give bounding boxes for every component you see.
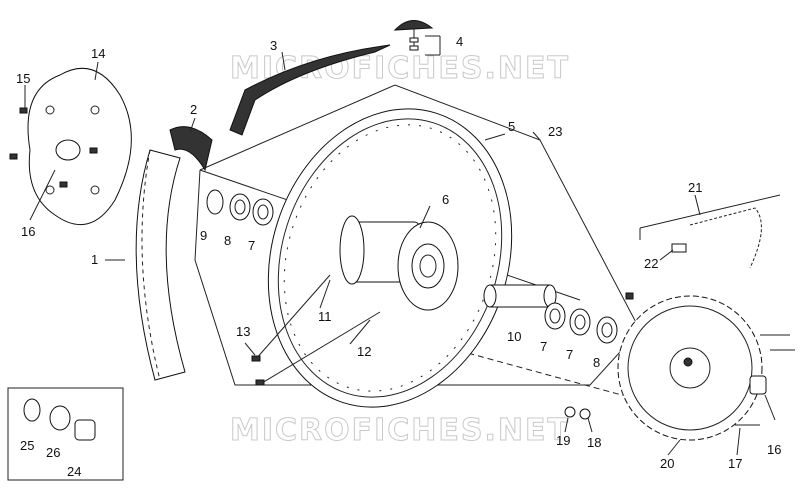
- spoke-nipple-13: [251, 355, 261, 362]
- tyre: [135, 149, 186, 381]
- chain-link-22: [671, 243, 687, 253]
- disc-bolt: [59, 181, 68, 188]
- callout-6: 6: [442, 192, 449, 207]
- brake-disc: [27, 67, 132, 225]
- callout-24: 24: [67, 464, 81, 479]
- callout-14: 14: [91, 46, 105, 61]
- callout-2: 2: [190, 102, 197, 117]
- bearing-seal-set-right: [544, 302, 618, 344]
- sprocket: [617, 295, 763, 441]
- callout-labels: 1 2 3 4 5 6 7 7 7 8 8 9 10 11 12 13 14 1…: [16, 34, 781, 479]
- bearing-seal-set-left: [206, 189, 274, 226]
- callout-20: 20: [660, 456, 674, 471]
- callout-7-right-b: 7: [566, 347, 573, 362]
- callout-10: 10: [507, 329, 521, 344]
- sprocket-spacer-16: [749, 375, 767, 395]
- spacer-tube: [483, 284, 557, 308]
- callout-5: 5: [508, 119, 515, 134]
- callout-19: 19: [556, 433, 570, 448]
- callout-8-left: 8: [224, 233, 231, 248]
- spoke-11: [254, 274, 331, 361]
- callout-1: 1: [91, 252, 98, 267]
- callout-16-sprocket: 16: [767, 442, 781, 457]
- sprocket-nut: [625, 292, 634, 300]
- callout-8-right: 8: [593, 355, 600, 370]
- callout-17: 17: [728, 456, 742, 471]
- callout-26: 26: [46, 445, 60, 460]
- inset-seal-25: [23, 398, 41, 422]
- callout-22: 22: [644, 256, 658, 271]
- callout-3: 3: [270, 38, 277, 53]
- spoke-nipple-13b: [255, 379, 265, 386]
- chain-guide-dashed: [419, 339, 641, 401]
- inset-bearing-26: [49, 405, 71, 431]
- callout-18: 18: [587, 435, 601, 450]
- inset-spacer-24: [74, 419, 96, 441]
- rim-band: [229, 44, 391, 136]
- callout-4: 4: [456, 34, 463, 49]
- watermark-bottom: MICROFICHES.NET: [230, 413, 570, 448]
- callout-11: 11: [318, 309, 332, 324]
- callout-9: 9: [200, 228, 207, 243]
- callout-16-disc: 16: [21, 224, 35, 239]
- inset-box: [7, 387, 124, 481]
- callout-25: 25: [20, 438, 34, 453]
- callout-21: 21: [688, 180, 702, 195]
- nut-19: [564, 406, 576, 418]
- valve: [393, 20, 434, 51]
- washer-18: [579, 408, 591, 420]
- callout-12: 12: [357, 344, 371, 359]
- callout-13: 13: [236, 324, 250, 339]
- disc-bolt: [9, 153, 18, 160]
- hub: [339, 215, 459, 311]
- callout-7-right-a: 7: [540, 339, 547, 354]
- disc-bolt: [89, 147, 98, 154]
- callout-15: 15: [16, 71, 30, 86]
- disc-bolt-15: [19, 107, 28, 114]
- chain: [639, 194, 781, 269]
- spoke-12: [261, 311, 381, 384]
- inner-tube: [169, 126, 213, 172]
- callout-23: 23: [548, 124, 562, 139]
- callout-7-left: 7: [248, 238, 255, 253]
- assembly-outline: [194, 84, 641, 386]
- leader-lines: [24, 35, 776, 456]
